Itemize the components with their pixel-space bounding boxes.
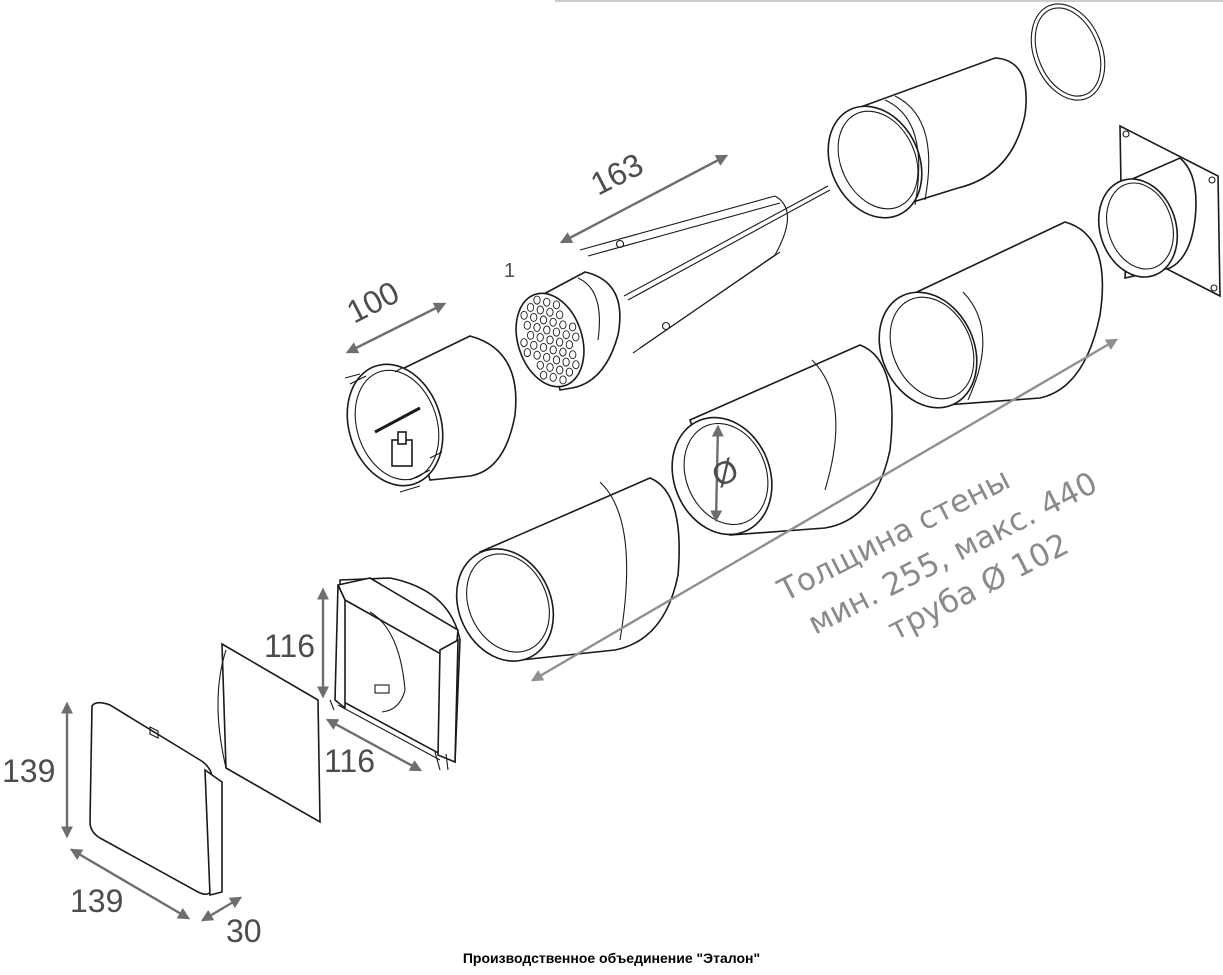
grille-hole — [552, 300, 561, 310]
pipe-section-middle — [671, 344, 893, 536]
grille-hole — [523, 320, 531, 330]
grille-hole — [568, 322, 577, 332]
grille-hole — [552, 355, 561, 365]
grille-hole — [526, 302, 535, 312]
grille-hole — [523, 348, 531, 358]
grille-hole — [556, 310, 564, 320]
grille-hole — [565, 340, 574, 350]
grille-hole — [555, 337, 564, 347]
manufacturer-footer: Производственное объединение "Эталон" — [462, 950, 761, 966]
grille-hole — [562, 357, 570, 367]
callout-1: 1 — [504, 260, 515, 282]
grille-hole — [559, 320, 567, 330]
grille-hole — [556, 365, 564, 375]
wall-flange — [1097, 124, 1221, 298]
grille-hole — [559, 375, 567, 385]
grille-hole — [530, 312, 538, 322]
grille-hole — [572, 360, 580, 370]
pipe-section-front — [455, 477, 680, 662]
grille-hole — [565, 367, 574, 377]
dim-label-139-d: 139 — [70, 883, 123, 919]
grille-hole — [536, 360, 544, 370]
grille-hole — [543, 297, 551, 307]
dim-arrow-100 — [345, 302, 447, 354]
grille-hole — [543, 352, 551, 362]
dim-label-163: 163 — [585, 146, 649, 202]
front-cover — [89, 701, 223, 897]
grille-hole — [549, 317, 557, 327]
dim-label-116-d: 116 — [324, 743, 375, 779]
cone-reducer — [827, 57, 1027, 219]
dim-arrow-30 — [200, 896, 243, 922]
dim-label-139-v: 139 — [2, 753, 55, 789]
filter-grille — [515, 271, 621, 391]
grille-hole — [520, 338, 528, 348]
grille-hole — [572, 332, 580, 342]
dim-label-116-v: 116 — [264, 628, 315, 664]
grille-hole — [552, 327, 561, 337]
fan-mount — [344, 335, 517, 493]
grille-hole — [546, 307, 554, 317]
grille-hole — [549, 372, 557, 382]
frame-housing — [329, 577, 461, 771]
grille-hole — [533, 350, 541, 360]
grille-hole — [539, 315, 548, 325]
grille-hole — [520, 310, 528, 320]
dim-arrow-139-d — [69, 848, 191, 920]
seal-ring — [1030, 3, 1106, 101]
dim-label-100: 100 — [341, 274, 405, 330]
grille-hole — [559, 347, 567, 357]
grille-hole — [536, 332, 544, 342]
grille-hole — [530, 340, 538, 350]
grille-hole — [536, 305, 544, 315]
grille-hole — [543, 325, 551, 335]
dim-arrow-wall — [530, 338, 1119, 682]
grille-hole — [539, 342, 548, 352]
grille-hole — [533, 322, 541, 332]
pipe-section-rear — [878, 221, 1104, 409]
grille-hole — [539, 370, 548, 380]
grille-hole — [569, 350, 577, 360]
grille-hole — [546, 335, 554, 345]
grille-hole — [549, 345, 557, 355]
decorative-panel — [217, 642, 321, 824]
dim-label-30: 30 — [226, 913, 262, 949]
grille-hole — [533, 295, 541, 305]
grille-hole — [526, 330, 535, 340]
dim-arrow-116-d — [325, 718, 423, 772]
grille-hole — [562, 330, 570, 340]
grille-hole — [546, 362, 554, 372]
dim-arrow-163 — [559, 154, 729, 244]
